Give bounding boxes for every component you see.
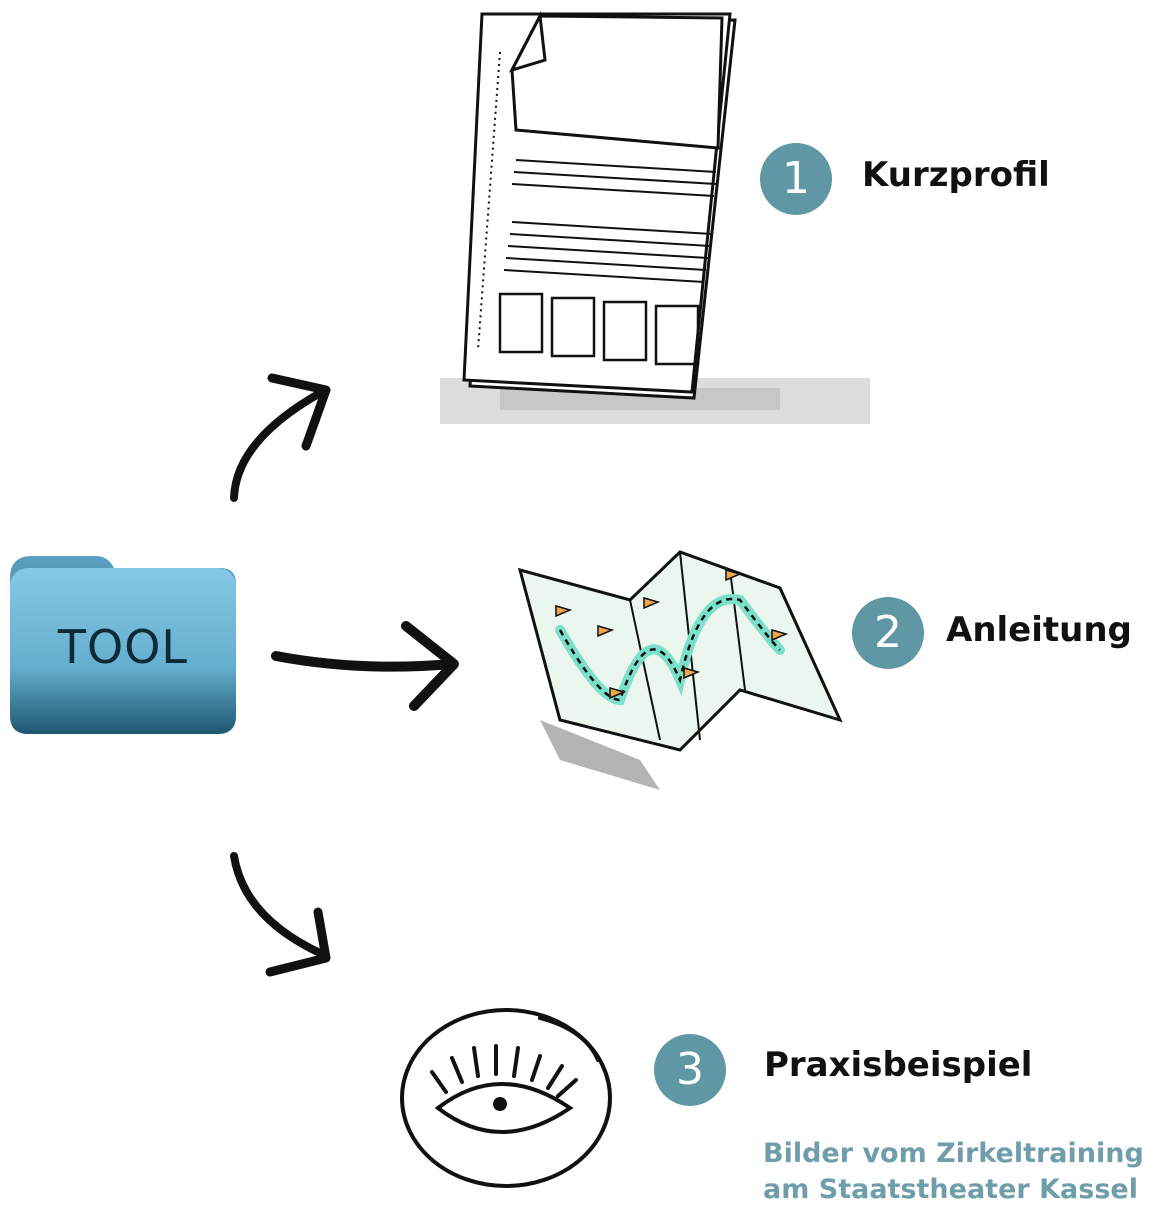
map-icon [517,550,843,790]
folder-icon [10,556,236,734]
step-title: Anleitung [946,610,1132,650]
step-badge: 1 [760,143,832,215]
step-badge: 2 [852,597,924,669]
caption-line-1: Bilder vom Zirkeltraining [763,1138,1144,1169]
step-title: Praxisbeispiel [764,1045,1033,1085]
eye-icon [400,1008,612,1188]
arrow-to-step-2-icon [271,621,459,711]
step-badge: 3 [654,1034,726,1106]
arrow-to-step-1-icon [230,373,331,502]
folder-label: TOOL [57,620,189,674]
caption-line-2: am Staatstheater Kassel [763,1174,1138,1205]
document-icon [440,10,870,424]
arrow-to-step-3-icon [230,852,331,977]
step-title: Kurzprofil [862,155,1050,195]
